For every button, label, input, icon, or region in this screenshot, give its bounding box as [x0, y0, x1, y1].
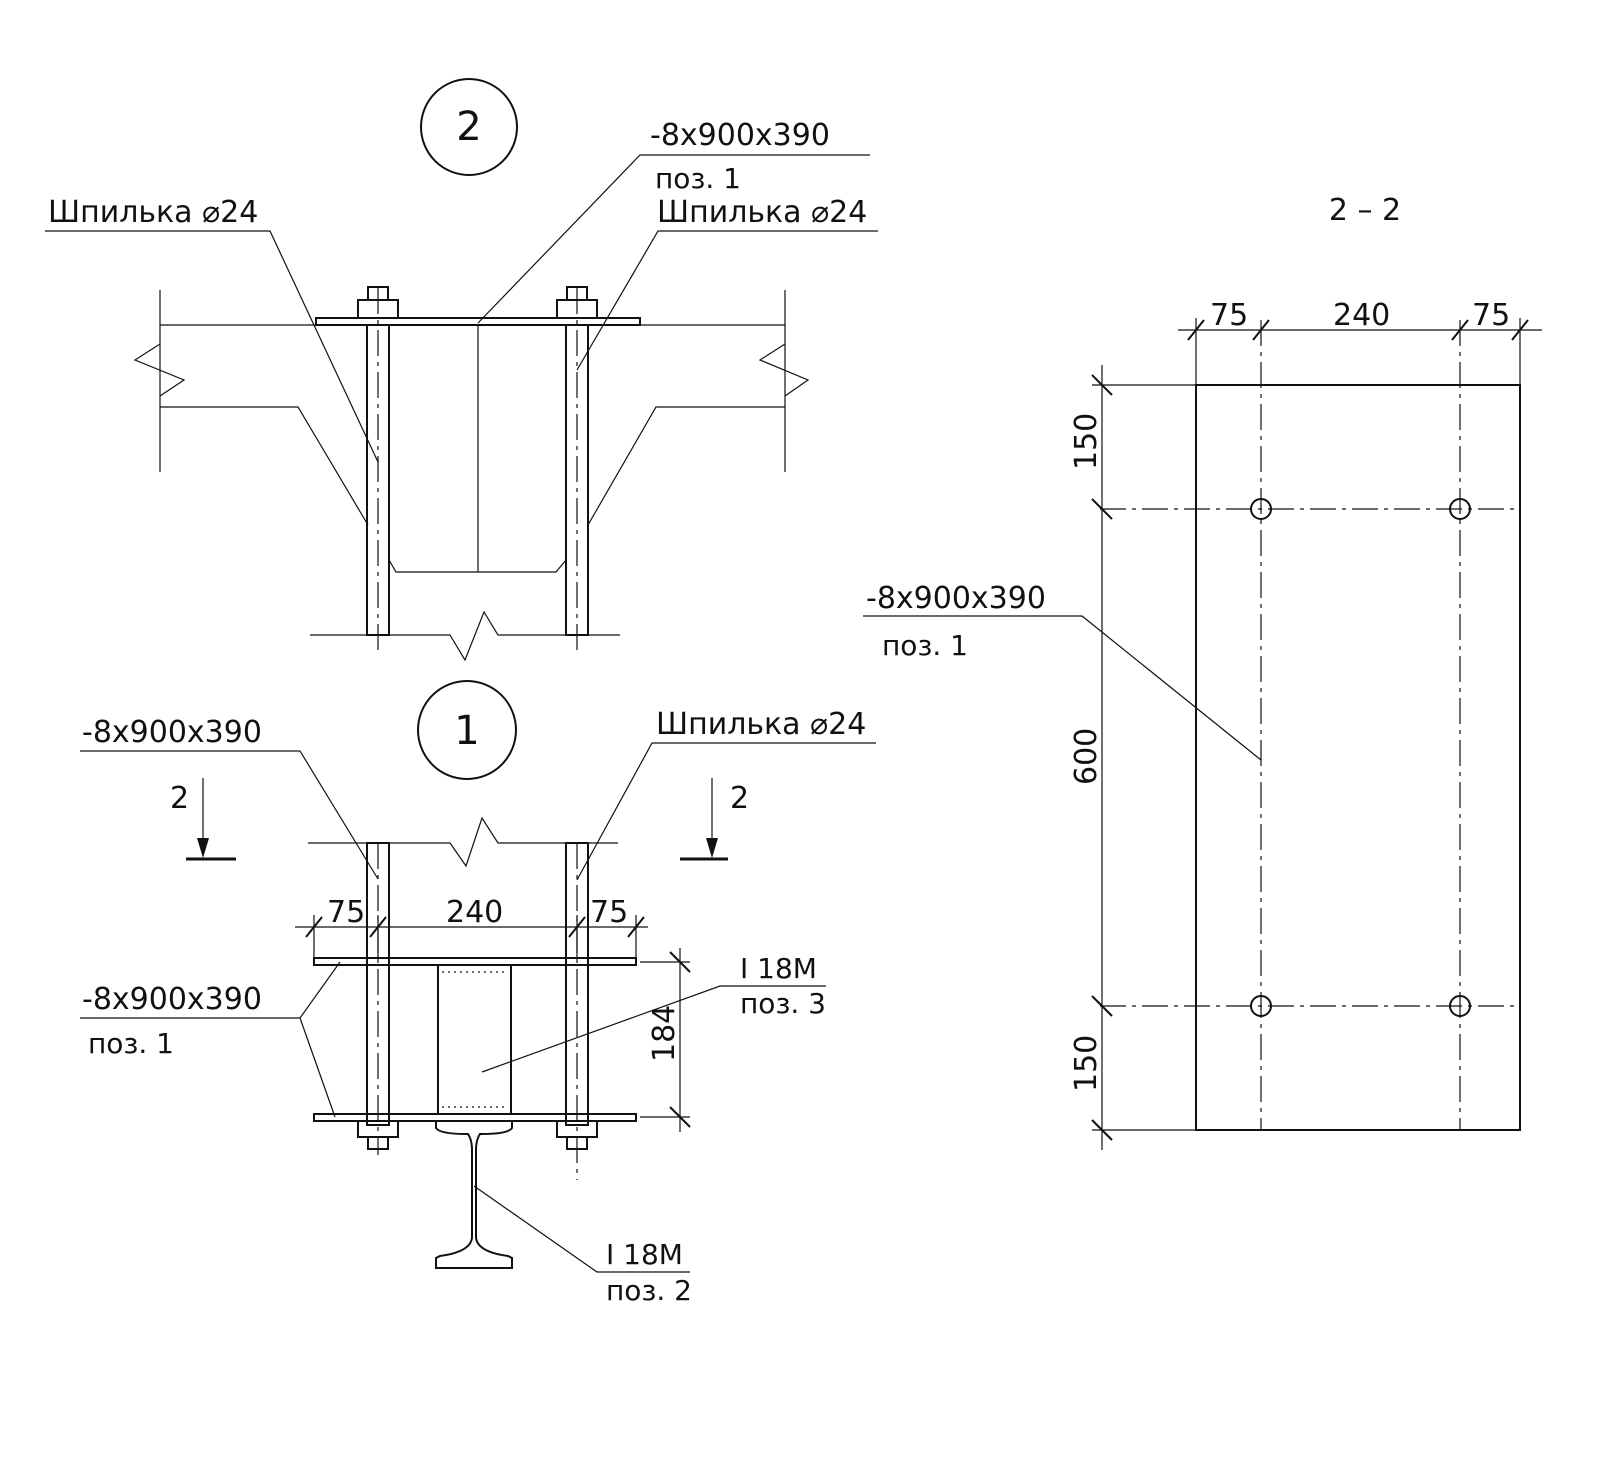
section-plate-outline — [1195, 384, 1521, 1131]
view-marker-circle-2 — [420, 78, 518, 176]
main-beam-pos: поз. 2 — [606, 1274, 692, 1307]
lower-dim-height-tick-top — [669, 951, 691, 973]
lower-view: 1 2 2 — [80, 680, 876, 1307]
spacer-beam-pos: поз. 3 — [740, 987, 826, 1020]
view-marker-circle-1 — [417, 680, 517, 780]
lower-stud-right-label: Шпилька ⌀24 — [656, 707, 866, 742]
section-dim-tick-c — [1451, 319, 1469, 341]
section-dim-top-right: 75 — [1472, 298, 1510, 333]
section-plate-label: -8x900x390 — [866, 581, 1046, 616]
upper-stud-right-leader — [576, 230, 878, 371]
upper-plate-pos: поз. 1 — [655, 162, 741, 195]
section-dim-tick-g — [1091, 995, 1113, 1017]
section-dim-tick-b — [1252, 319, 1270, 341]
section-arrowhead-right — [706, 838, 718, 858]
section-dim-tick-e — [1091, 374, 1113, 396]
upper-plate — [315, 317, 641, 326]
upper-stud-left-label: Шпилька ⌀24 — [48, 195, 258, 230]
section-dim-tick-f — [1091, 498, 1113, 520]
lower-washer-left — [367, 1136, 389, 1150]
upper-slab-right-edge — [587, 406, 785, 526]
lower-plate-leader-b — [299, 1017, 336, 1118]
section-arrowhead-left — [197, 838, 209, 858]
lower-dim-tick-3 — [568, 916, 586, 938]
section-dim-tick-a — [1187, 319, 1205, 341]
section-plate-pos: поз. 1 — [882, 629, 968, 662]
upper-beam-bottom — [388, 559, 567, 573]
section-title: 2 – 2 — [1329, 193, 1401, 228]
bolt-hole-top-left — [1250, 498, 1272, 520]
lower-washer-right — [566, 1136, 588, 1150]
upper-break-zig-left — [133, 343, 186, 397]
upper-slab-left-edge — [160, 406, 369, 526]
section-dim-tick-h — [1091, 1119, 1113, 1141]
lower-dim-height: 184 — [647, 1005, 682, 1062]
section-plate-leader — [863, 615, 1262, 761]
section-dim-top-mid: 240 — [1333, 298, 1390, 333]
upper-plate-label: -8x900x390 — [650, 118, 830, 153]
upper-break-zig-right — [758, 343, 810, 397]
upper-bottom-break — [310, 610, 620, 662]
lower-dim-height-tick-bottom — [669, 1106, 691, 1128]
section-dim-top-left: 75 — [1210, 298, 1248, 333]
lower-dim-mid: 240 — [446, 895, 503, 930]
lower-plate-top-label: -8x900x390 — [82, 715, 262, 750]
section-mark-left: 2 — [170, 781, 189, 816]
main-beam-leader — [473, 1185, 690, 1273]
section-mark-right: 2 — [730, 781, 749, 816]
upper-stud-right-label: Шпилька ⌀24 — [657, 195, 867, 230]
bolt-hole-top-right — [1449, 498, 1471, 520]
upper-washer-right — [566, 286, 588, 301]
bolt-hole-bottom-left — [1250, 995, 1272, 1017]
section-view: 2 – 2 75 240 75 150 600 150 — [863, 193, 1542, 1150]
upper-view: 2 -8x900x390 поз. 1 Шпилька ⌀24 — [45, 78, 878, 662]
section-dim-tick-d — [1511, 319, 1529, 341]
section-dim-side-top: 150 — [1069, 413, 1104, 470]
main-beam-label: I 18M — [606, 1238, 683, 1271]
upper-washer-left — [367, 286, 389, 301]
lower-top-break — [308, 816, 618, 868]
spacer-beam-leader — [481, 985, 826, 1073]
view-marker-number-1: 1 — [454, 708, 479, 754]
lower-plate-pos: поз. 1 — [88, 1027, 174, 1060]
spacer-beam — [437, 964, 512, 1115]
lower-dim-right: 75 — [590, 895, 628, 930]
bolt-hole-bottom-right — [1449, 995, 1471, 1017]
lower-plate-top-leader — [80, 750, 379, 880]
view-marker-number-2: 2 — [456, 104, 481, 150]
spacer-beam-label: I 18M — [740, 952, 817, 985]
lower-plate-label: -8x900x390 — [82, 982, 262, 1017]
main-i-beam-section — [435, 1120, 513, 1269]
lower-dim-left: 75 — [327, 895, 365, 930]
lower-dim-tick-1 — [305, 916, 323, 938]
lower-dim-tick-4 — [627, 916, 645, 938]
upper-stud-left-leader — [45, 230, 379, 463]
upper-plate-leader — [477, 154, 870, 324]
lower-stud-right-leader — [576, 742, 876, 881]
lower-dim-tick-2 — [369, 916, 387, 938]
section-dim-side-bottom: 150 — [1069, 1035, 1104, 1092]
section-dim-side-mid: 600 — [1069, 728, 1104, 785]
